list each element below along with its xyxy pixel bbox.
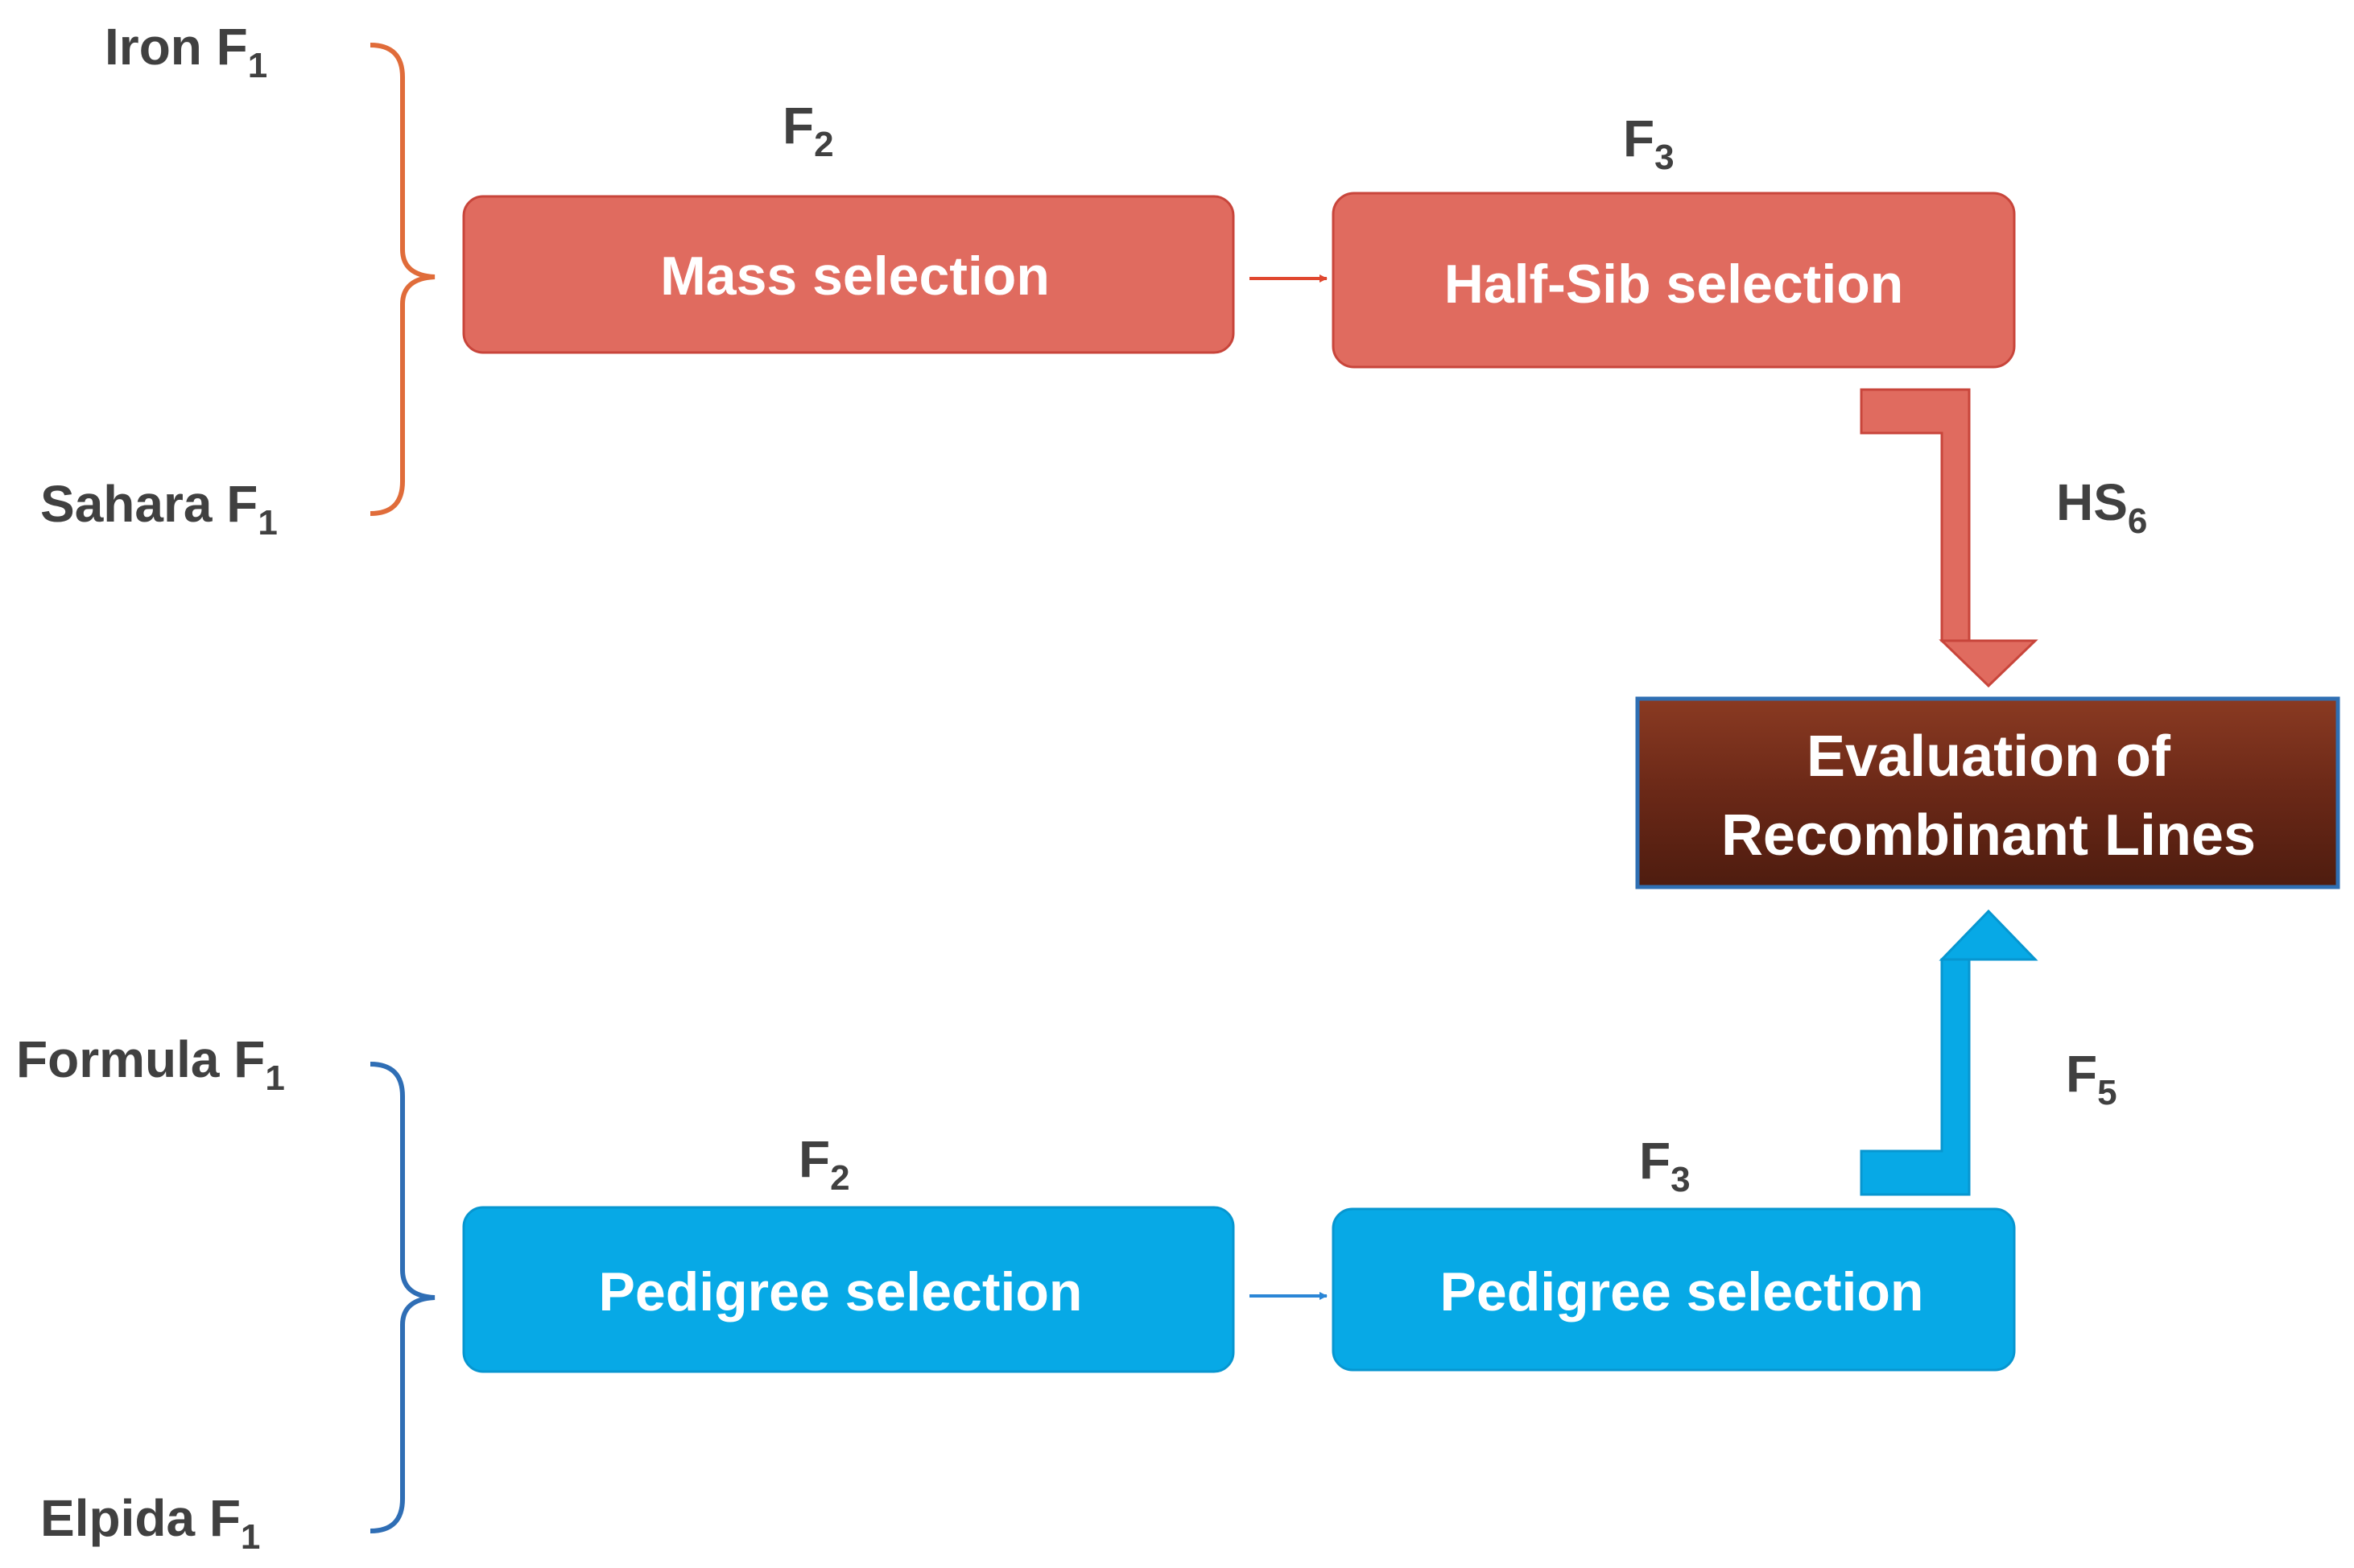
- top-parents-bracket: [370, 43, 436, 516]
- parent-label-iron: Iron F1: [105, 18, 267, 85]
- f5-label: F5: [2066, 1045, 2117, 1112]
- blue-bent-arrow: [1860, 909, 2038, 1196]
- evaluation-label-line2: Recombinant Lines: [1721, 803, 2256, 868]
- pedigree-selection-box-1: [462, 1206, 1235, 1373]
- blue-generation-label-f2: F2: [799, 1130, 850, 1198]
- parent-label-formula: Formula F1: [16, 1030, 285, 1098]
- half-sib-selection-label: Half-Sib selection: [1444, 254, 1904, 315]
- blue-generation-label-f3: F3: [1639, 1132, 1691, 1199]
- parent-label-elpida: Elpida F1: [40, 1489, 260, 1557]
- parent-label-sahara: Sahara F1: [40, 475, 278, 543]
- pedigree-selection-label-2: Pedigree selection: [1440, 1261, 1924, 1322]
- evaluation-box: [1635, 696, 2340, 889]
- mass-selection-box: [462, 195, 1235, 354]
- mass-selection-label: Mass selection: [660, 246, 1050, 307]
- half-sib-selection-box: [1332, 192, 2016, 369]
- pedigree-selection-label-1: Pedigree selection: [599, 1261, 1083, 1322]
- evaluation-label-line1: Evaluation of: [1807, 724, 2171, 789]
- red-bent-arrow: [1860, 388, 2038, 688]
- pedigree-selection-box-2: [1332, 1207, 2016, 1372]
- hs6-label: HS6: [2056, 473, 2147, 541]
- red-generation-label-f3: F3: [1623, 109, 1675, 177]
- red-generation-label-f2: F2: [783, 97, 834, 164]
- bottom-parents-bracket: [370, 1062, 436, 1533]
